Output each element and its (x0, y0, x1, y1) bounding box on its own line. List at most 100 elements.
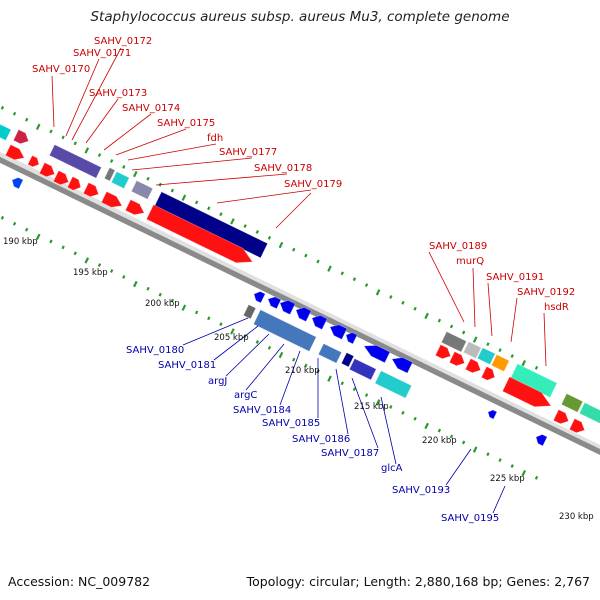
gene-teal-edge[interactable] (578, 402, 600, 428)
gene-rev-blue-2[interactable] (266, 295, 282, 310)
gene-label-fdh[interactable]: fdh (207, 133, 223, 144)
leader-line (351, 377, 379, 449)
tick-dot (122, 275, 126, 279)
gene-red-3[interactable] (52, 170, 71, 188)
gene-label-sahv-0172[interactable]: SAHV_0172 (94, 36, 152, 47)
gene-sahv-0173[interactable] (103, 167, 116, 182)
gene-rev-blue-5[interactable] (309, 313, 328, 331)
gene-sahv-0186[interactable] (348, 358, 377, 381)
gene-label-sahv-0186[interactable]: SAHV_0186 (292, 434, 350, 445)
gene-label-glca[interactable]: glcA (381, 463, 403, 474)
gene-label-sahv-0179[interactable]: SAHV_0179 (284, 179, 342, 190)
gene-hsdr[interactable] (509, 363, 558, 398)
tick-dot (25, 227, 29, 232)
leader-line (510, 297, 518, 343)
gene-sahv-0191[interactable] (476, 347, 496, 366)
gene-label-sahv-0195[interactable]: SAHV_0195 (441, 513, 499, 524)
gene-red-1[interactable] (27, 154, 41, 169)
tick-dot (401, 300, 405, 305)
gene-label-hsdr[interactable]: hsdR (544, 302, 569, 313)
tick-dot (0, 105, 5, 110)
gene-label-sahv-0171[interactable]: SAHV_0171 (73, 48, 131, 59)
gene-sahv-0189[interactable] (440, 331, 467, 353)
gene-red-9[interactable] (434, 344, 453, 362)
tick-dot (352, 277, 357, 282)
tick-dot (61, 245, 65, 250)
tick-dot (0, 215, 5, 220)
gene-rev-blue-3[interactable] (277, 298, 296, 316)
gene-red-8[interactable] (145, 204, 256, 269)
gene-sahv-0185[interactable] (340, 352, 355, 368)
gene-label-sahv-0180[interactable]: SAHV_0180 (126, 345, 184, 356)
gene-rev-blue-11[interactable] (534, 433, 548, 447)
gene-murq[interactable] (462, 341, 482, 360)
gene-sahv-0177[interactable] (153, 191, 269, 259)
gene-red-10[interactable] (448, 351, 467, 369)
gene-red-2[interactable] (38, 162, 57, 180)
gene-label-sahv-0178[interactable]: SAHV_0178 (254, 163, 312, 174)
gene-label-sahv-0187[interactable]: SAHV_0187 (321, 448, 379, 459)
gene-sahv-0174[interactable] (110, 171, 130, 190)
leader-line (279, 350, 301, 406)
gene-rev-blue-8[interactable] (361, 341, 391, 364)
gene-sahv-0180[interactable] (242, 304, 257, 320)
gene-sahv-0192[interactable] (490, 354, 510, 373)
gene-label-argj[interactable]: argJ (208, 376, 227, 387)
tick-dot (534, 365, 539, 370)
gene-label-sahv-0185[interactable]: SAHV_0185 (262, 418, 320, 429)
tick-dot (364, 283, 369, 288)
leader-line (127, 143, 217, 161)
gene-sahv-0175[interactable] (130, 180, 154, 200)
gene-rev-blue-7[interactable] (344, 331, 358, 345)
gene-red-13[interactable] (501, 376, 554, 413)
tick-dot (230, 218, 235, 225)
gene-sahv-0187[interactable] (374, 370, 413, 399)
gene-red-7[interactable] (124, 199, 146, 219)
gene-red-14[interactable] (552, 409, 571, 427)
gene-red-15[interactable] (568, 418, 587, 436)
tick-dot (364, 393, 369, 398)
tick-dot (449, 324, 454, 329)
gene-rev-blue-1[interactable] (252, 290, 266, 304)
gene-label-sahv-0193[interactable]: SAHV_0193 (392, 485, 450, 496)
gene-sahv-0171[interactable] (48, 144, 102, 179)
gene-label-sahv-0184[interactable]: SAHV_0184 (233, 405, 291, 416)
gene-olive-edge[interactable] (560, 393, 584, 413)
gene-label-argc[interactable]: argC (234, 390, 257, 401)
gene-label-sahv-0189[interactable]: SAHV_0189 (429, 241, 487, 252)
gene-red-4[interactable] (66, 176, 83, 193)
tick-dot (35, 233, 41, 240)
gene-rev-blue-4[interactable] (293, 305, 312, 323)
gene-label-sahv-0177[interactable]: SAHV_0177 (219, 147, 277, 158)
gene-rev-blue-0[interactable] (10, 176, 24, 190)
tick-dot (486, 452, 490, 457)
gene-red-0[interactable] (4, 144, 26, 164)
tick-dot (133, 280, 138, 288)
gene-rev-blue-6[interactable] (327, 322, 348, 340)
tick-dot (534, 475, 539, 480)
gene-red-5[interactable] (82, 182, 101, 200)
gene-label-sahv-0175[interactable]: SAHV_0175 (157, 118, 215, 129)
gene-red-6[interactable] (100, 191, 124, 212)
gene-rev-blue-10[interactable] (486, 408, 498, 420)
tick-dot (255, 230, 260, 234)
gene-label-sahv-0173[interactable]: SAHV_0173 (89, 88, 147, 99)
tick-dot (521, 360, 527, 367)
gene-red-12[interactable] (480, 366, 497, 383)
tick-dot (472, 446, 478, 453)
tick-dot (340, 381, 344, 386)
gene-label-murq[interactable]: murQ (456, 256, 484, 267)
gene-rev-blue-9[interactable] (389, 354, 414, 374)
gene-label-sahv-0174[interactable]: SAHV_0174 (122, 103, 180, 114)
gene-red-11[interactable] (464, 358, 483, 376)
gene-sahv-0181[interactable] (252, 309, 317, 352)
leader-line (225, 333, 270, 377)
gene-label-sahv-0181[interactable]: SAHV_0181 (158, 360, 216, 371)
gene-sahv-0170[interactable] (12, 129, 31, 147)
tick-dot (207, 316, 211, 321)
gene-cyan-edge[interactable] (0, 122, 12, 141)
gene-label-sahv-0191[interactable]: SAHV_0191 (486, 272, 544, 283)
gene-label-sahv-0192[interactable]: SAHV_0192 (517, 287, 575, 298)
gene-argc[interactable] (317, 343, 343, 364)
gene-label-sahv-0170[interactable]: SAHV_0170 (32, 64, 90, 75)
